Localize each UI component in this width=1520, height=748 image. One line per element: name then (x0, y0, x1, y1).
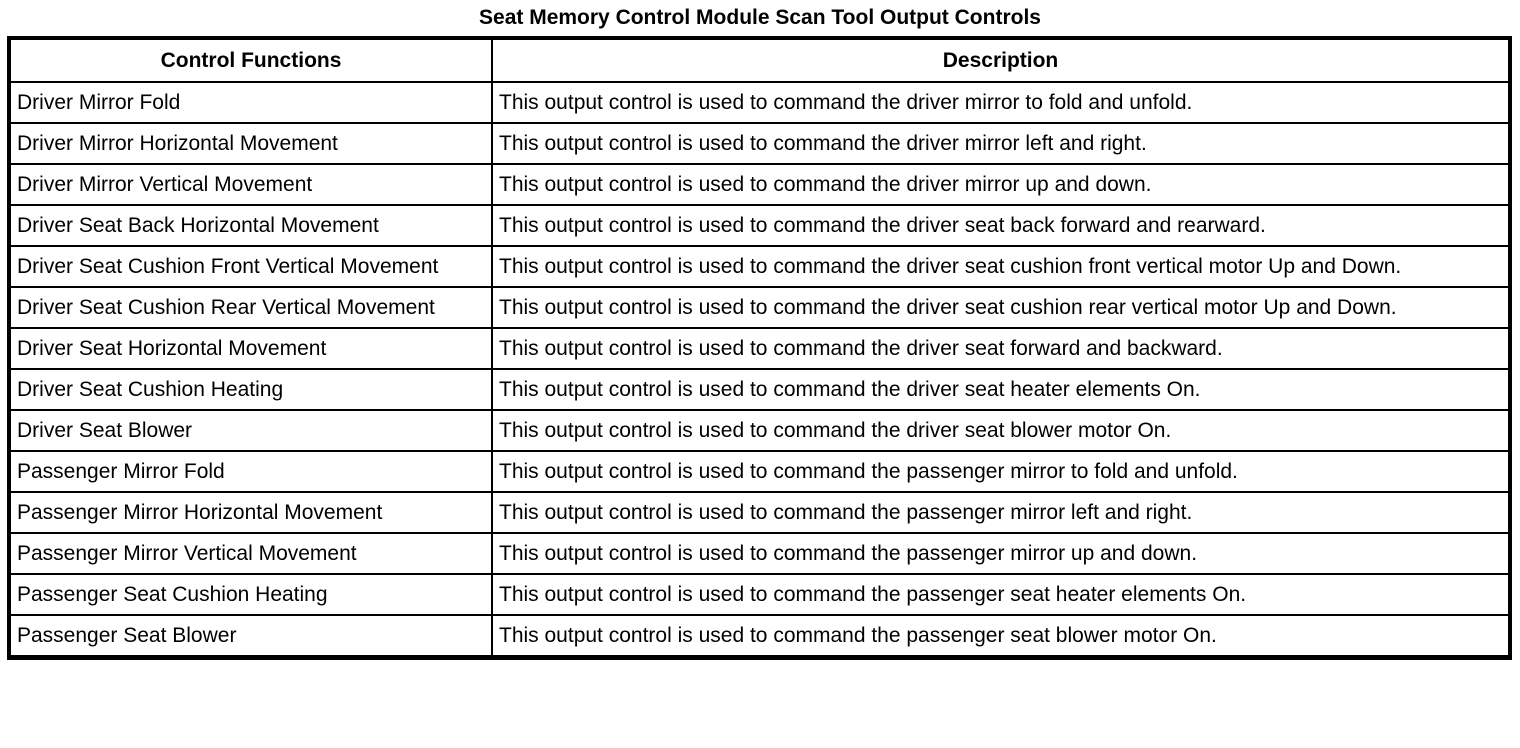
page-title: Seat Memory Control Module Scan Tool Out… (479, 6, 1041, 29)
table-row: Driver Seat Back Horizontal Movement Thi… (8, 204, 1511, 247)
control-function-cell: Passenger Mirror Vertical Movement (8, 532, 493, 575)
header-row: Control Functions Description (8, 37, 1511, 83)
table-row: Passenger Seat Cushion Heating This outp… (8, 573, 1511, 616)
description-cell: This output control is used to command t… (491, 286, 1511, 329)
description-cell: This output control is used to command t… (491, 573, 1511, 616)
table-row: Passenger Seat Blower This output contro… (8, 614, 1511, 659)
description-cell: This output control is used to command t… (491, 491, 1511, 534)
table-row: Driver Mirror Vertical Movement This out… (8, 163, 1511, 206)
control-function-cell: Driver Seat Blower (8, 409, 493, 452)
header-description: Description (491, 37, 1511, 83)
control-function-cell: Driver Seat Cushion Rear Vertical Moveme… (8, 286, 493, 329)
control-function-cell: Passenger Mirror Horizontal Movement (8, 491, 493, 534)
control-function-cell: Driver Mirror Vertical Movement (8, 163, 493, 206)
description-cell: This output control is used to command t… (491, 245, 1511, 288)
description-cell: This output control is used to command t… (491, 614, 1511, 659)
control-function-cell: Passenger Seat Blower (8, 614, 493, 659)
table-row: Driver Seat Cushion Front Vertical Movem… (8, 245, 1511, 288)
description-cell: This output control is used to command t… (491, 532, 1511, 575)
control-function-cell: Driver Mirror Fold (8, 81, 493, 124)
control-function-cell: Driver Seat Cushion Front Vertical Movem… (8, 245, 493, 288)
description-cell: This output control is used to command t… (491, 122, 1511, 165)
control-function-cell: Passenger Seat Cushion Heating (8, 573, 493, 616)
description-cell: This output control is used to command t… (491, 204, 1511, 247)
table-row: Driver Seat Cushion Heating This output … (8, 368, 1511, 411)
table-row: Driver Mirror Fold This output control i… (8, 81, 1511, 124)
control-function-cell: Driver Seat Horizontal Movement (8, 327, 493, 370)
description-cell: This output control is used to command t… (491, 409, 1511, 452)
description-cell: This output control is used to command t… (491, 81, 1511, 124)
description-cell: This output control is used to command t… (491, 327, 1511, 370)
table-row: Driver Seat Cushion Rear Vertical Moveme… (8, 286, 1511, 329)
control-function-cell: Driver Mirror Horizontal Movement (8, 122, 493, 165)
control-function-cell: Passenger Mirror Fold (8, 450, 493, 493)
control-function-cell: Driver Seat Back Horizontal Movement (8, 204, 493, 247)
control-function-cell: Driver Seat Cushion Heating (8, 368, 493, 411)
table-row: Passenger Mirror Vertical Movement This … (8, 532, 1511, 575)
table-row: Driver Seat Horizontal Movement This out… (8, 327, 1511, 370)
table-body: Driver Mirror Fold This output control i… (8, 81, 1511, 659)
table-row: Driver Seat Blower This output control i… (8, 409, 1511, 452)
output-controls-table: Control Functions Description Driver Mir… (7, 36, 1512, 660)
description-cell: This output control is used to command t… (491, 368, 1511, 411)
header-control-functions: Control Functions (8, 37, 493, 83)
description-cell: This output control is used to command t… (491, 450, 1511, 493)
table-row: Passenger Mirror Fold This output contro… (8, 450, 1511, 493)
table-row: Passenger Mirror Horizontal Movement Thi… (8, 491, 1511, 534)
description-cell: This output control is used to command t… (491, 163, 1511, 206)
table-row: Driver Mirror Horizontal Movement This o… (8, 122, 1511, 165)
